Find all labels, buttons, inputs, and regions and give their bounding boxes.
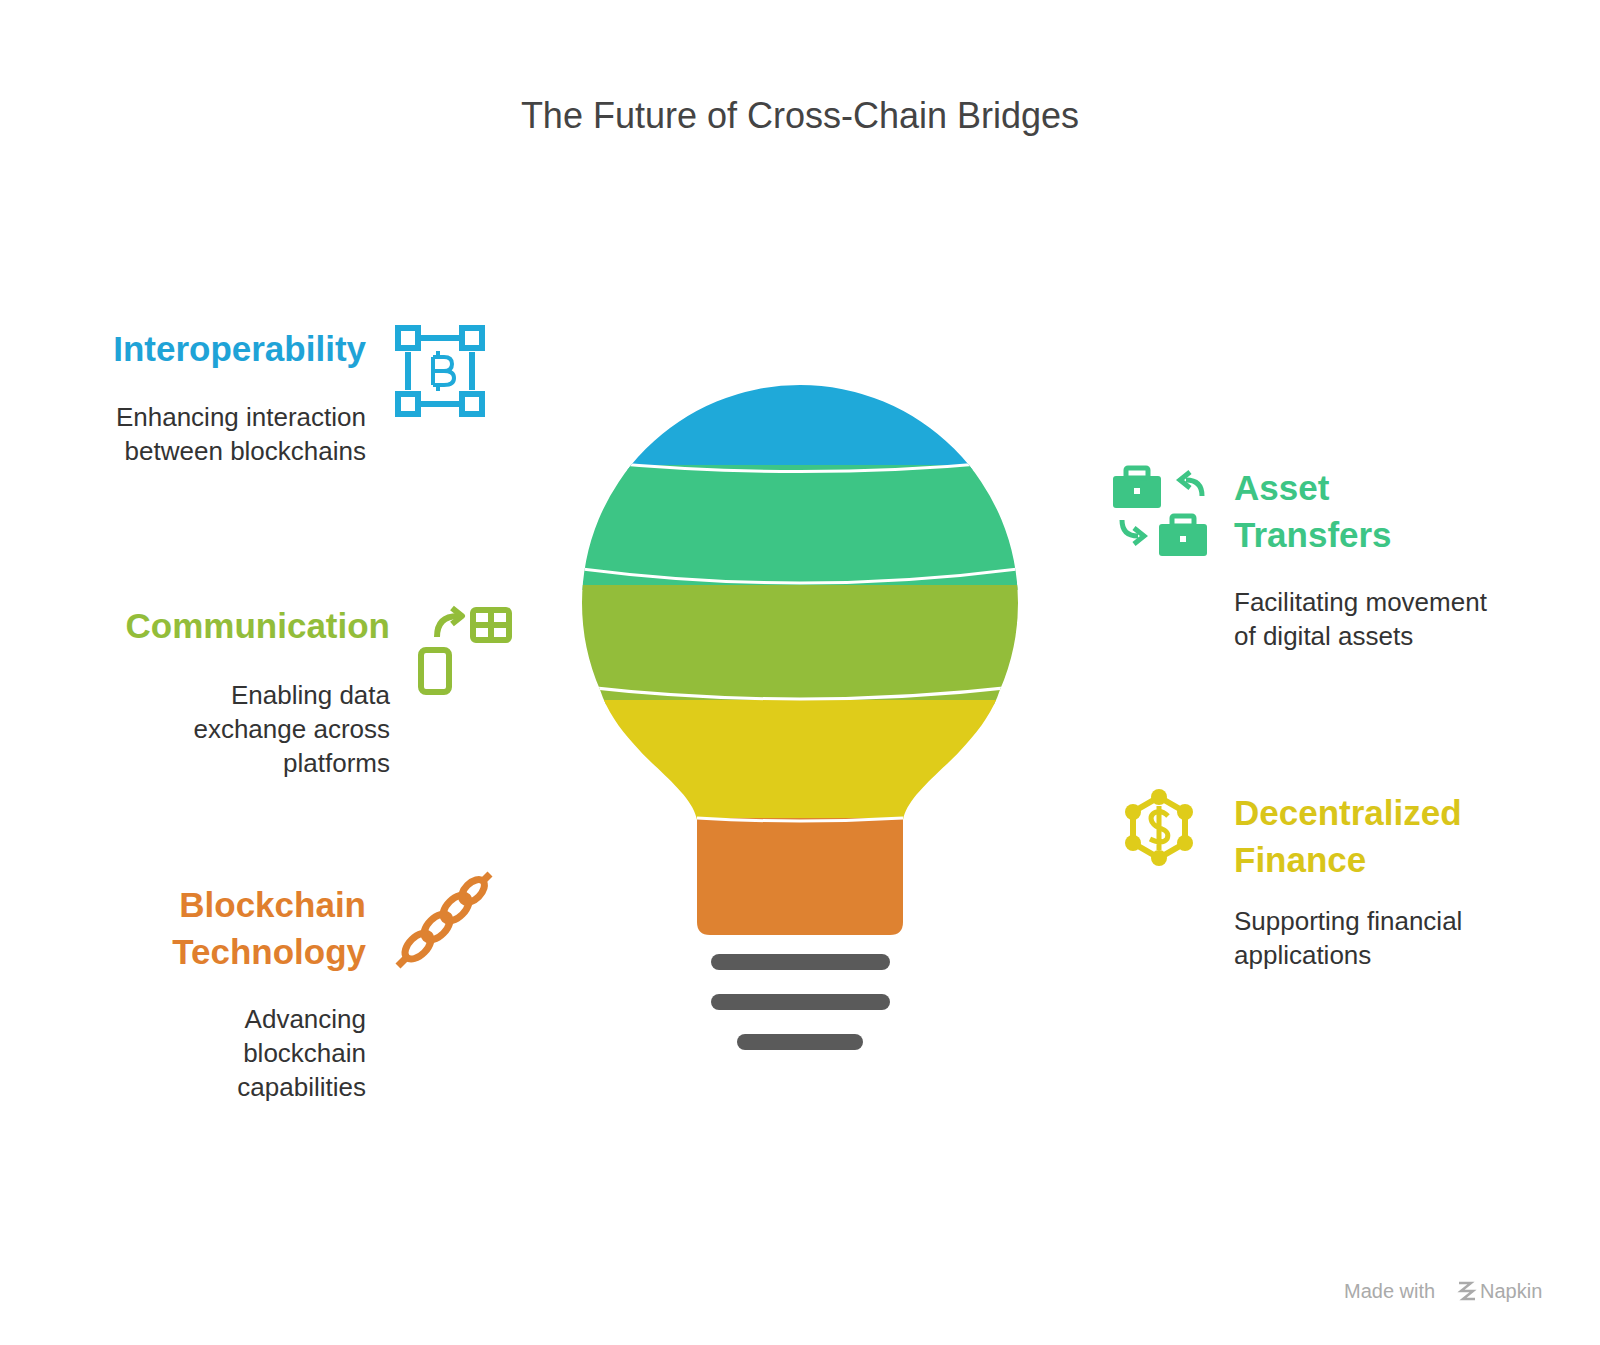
bulb-neck bbox=[697, 818, 903, 935]
bulb-glass bbox=[560, 380, 1040, 825]
defi-icon bbox=[1125, 789, 1193, 866]
chain-icon bbox=[398, 874, 490, 966]
asset-icon bbox=[1113, 468, 1207, 556]
section-heading: Interoperability bbox=[46, 325, 366, 372]
section-body: Advancing blockchain capabilities bbox=[206, 1002, 366, 1104]
communication-icon bbox=[421, 608, 509, 692]
section-body: Enabling data exchange across platforms bbox=[170, 678, 390, 780]
section-body: Facilitating movement of digital assets bbox=[1234, 585, 1494, 653]
section-heading: Blockchain Technology bbox=[136, 881, 366, 975]
napkin-logo bbox=[1459, 1283, 1475, 1299]
section-heading: Communication bbox=[70, 602, 390, 649]
watermark: Napkin bbox=[1480, 1279, 1542, 1303]
diagram-title: The Future of Cross-Chain Bridges bbox=[0, 94, 1600, 138]
interop-icon bbox=[398, 328, 482, 414]
bulb-base bbox=[719, 962, 882, 1042]
section-body: Supporting financial applications bbox=[1234, 904, 1494, 972]
section-heading: Decentralized Finance bbox=[1234, 789, 1499, 883]
section-body: Enhancing interaction between blockchain… bbox=[111, 400, 366, 468]
section-heading: Asset Transfers bbox=[1234, 464, 1434, 558]
watermark: Made with bbox=[1344, 1279, 1435, 1303]
